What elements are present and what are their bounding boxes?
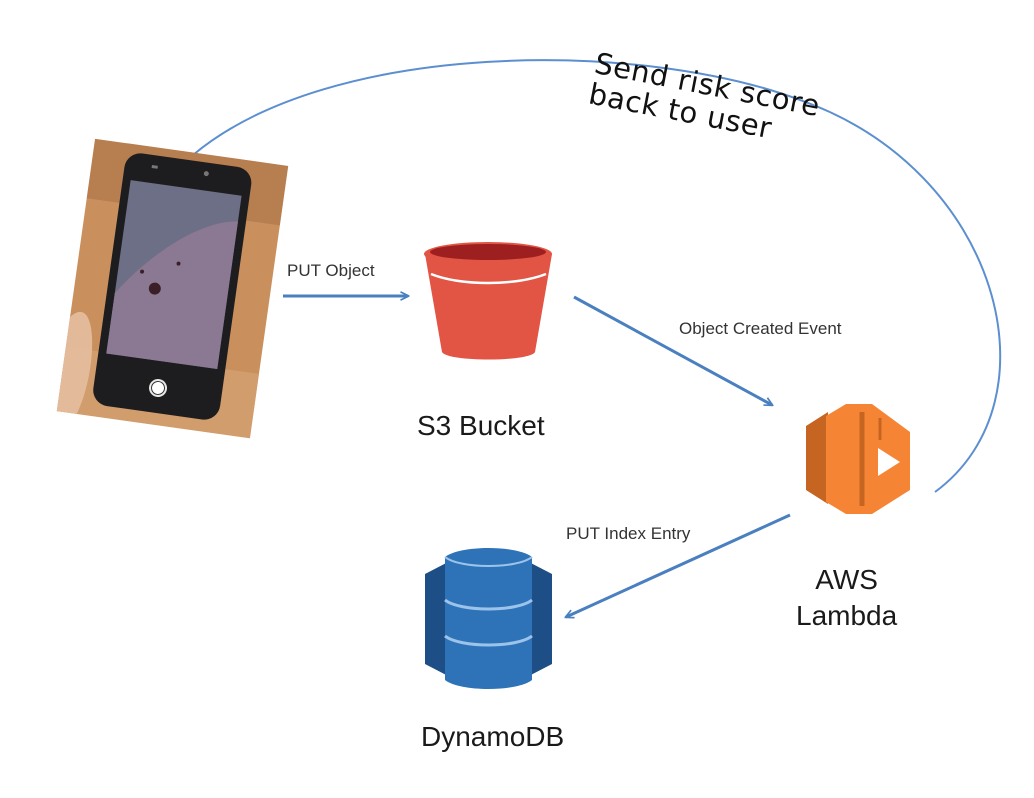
aws-lambda-label: AWS Lambda	[796, 562, 897, 634]
dynamodb-icon	[425, 548, 552, 689]
aws-lambda-label-line2: Lambda	[796, 600, 898, 631]
aws-lambda-icon	[806, 404, 910, 514]
s3-bucket-label: S3 Bucket	[417, 410, 545, 441]
put-index-arrow	[566, 513, 791, 617]
s3-bucket-icon	[424, 242, 552, 360]
dynamodb-label: DynamoDB	[421, 721, 565, 752]
object-created-arrow	[573, 295, 772, 407]
aws-lambda-label-line1: AWS	[815, 564, 878, 595]
send-risk-score-curve	[192, 59, 1002, 493]
put-index-entry-label: PUT Index Entry	[566, 524, 691, 543]
put-object-label: PUT Object	[287, 261, 375, 280]
phone-photo-icon	[56, 138, 289, 439]
object-created-event-label: Object Created Event	[679, 319, 842, 338]
